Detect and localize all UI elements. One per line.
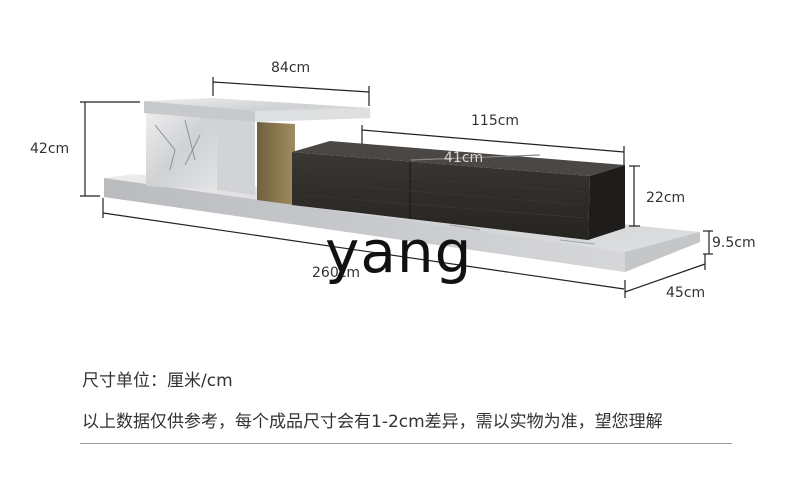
unit-note: 尺寸单位：厘米/cm bbox=[82, 371, 233, 391]
disclaimer-note: 以上数据仅供参考，每个成品尺寸会有1-2cm差异，需以实物为准，望您理解 bbox=[82, 412, 663, 432]
dim-total-length: 260cm bbox=[312, 265, 361, 281]
dim-drawer-width: 41cm bbox=[444, 150, 484, 166]
marble-left-block bbox=[144, 98, 370, 195]
watermark: yang bbox=[325, 218, 473, 286]
dim-depth: 45cm bbox=[666, 285, 706, 301]
gold-panel bbox=[257, 122, 295, 205]
dim-cabinet-length: 115cm bbox=[471, 113, 520, 129]
dimension-lines bbox=[80, 77, 713, 298]
dim-cabinet-height: 22cm bbox=[646, 190, 686, 206]
dim-top-width: 84cm bbox=[271, 60, 311, 76]
divider bbox=[80, 443, 732, 444]
dim-base-height: 9.5cm bbox=[712, 235, 756, 251]
dim-left-height: 42cm bbox=[30, 141, 70, 157]
